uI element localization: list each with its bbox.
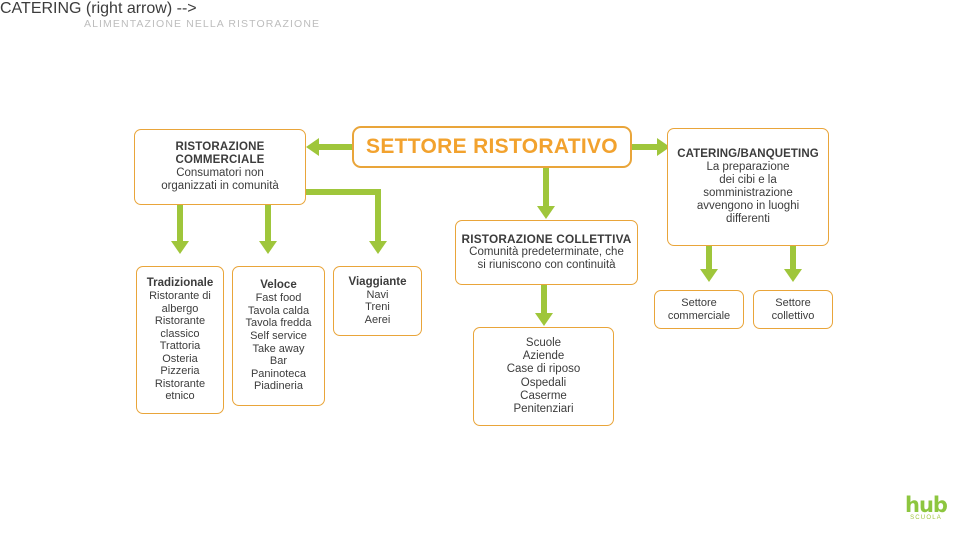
node-settore-collettivo-line1: Settore (775, 296, 811, 309)
connector-collettiva-to-list (541, 285, 547, 314)
connector-commerciale-elbow-horizontal (303, 189, 381, 195)
list-item: Penitenziari (513, 402, 574, 415)
list-item: Self service (250, 330, 307, 343)
list-item: Ristorante (154, 315, 206, 328)
node-ristorazione-commerciale[interactable]: RISTORAZIONE COMMERCIALE Consumatori non… (134, 129, 306, 205)
node-settore-commerciale[interactable]: Settore commerciale (654, 290, 744, 329)
node-ristorazione-collettiva[interactable]: RISTORAZIONE COLLETTIVA Comunità predete… (455, 220, 638, 285)
list-item: Piadineria (254, 380, 303, 393)
connector-settore-to-catering (630, 144, 663, 150)
list-item: Trattoria (159, 340, 201, 353)
node-commerciale-desc-line1: Consumatori non (176, 167, 264, 179)
connector-commerciale-elbow-vertical (375, 189, 381, 242)
list-item: Aziende (522, 350, 565, 363)
page-title: ALIMENTAZIONE NELLA RISTORAZIONE (84, 18, 321, 30)
node-commerciale-desc-line2: organizzati in comunità (161, 180, 279, 193)
list-item: Fast food (255, 292, 302, 305)
node-settore-commerciale-line1: Settore (681, 296, 717, 309)
node-catering-desc-line1: La preparazione (706, 160, 790, 173)
list-item: Take away (252, 342, 305, 355)
list-item: etnico (165, 390, 195, 403)
connector-settore-to-collettiva (543, 168, 549, 207)
arrow-down-to-settore-collettivo (784, 269, 802, 282)
list-item: Treni (365, 301, 390, 314)
node-catering-banqueting[interactable]: CATERING/BANQUETING La preparazione dei … (667, 128, 829, 246)
list-item: classico (160, 327, 200, 340)
list-item: Navi (366, 288, 389, 301)
arrow-down-to-settore-commerciale (700, 269, 718, 282)
node-commerciale-title-line1: RISTORAZIONE (175, 140, 265, 153)
list-item: Aerei (364, 313, 391, 326)
arrow-down-to-veloce (259, 241, 277, 254)
list-item: Osteria (162, 352, 198, 365)
node-collettiva-title: RISTORAZIONE COLLETTIVA (461, 231, 632, 246)
node-settore-commerciale-line2: commerciale (667, 309, 731, 322)
node-settore-ristorativo[interactable]: SETTORE RISTORATIVO (352, 126, 632, 168)
connector-commerciale-to-tradizionale (177, 205, 183, 242)
list-item: Bar (269, 355, 288, 368)
list-item: Caserme (520, 389, 567, 402)
node-catering-desc-line3: somministrazione (703, 187, 793, 199)
connector-settore-to-commerciale (318, 144, 354, 150)
connector-catering-to-settore-commerciale (706, 246, 712, 270)
list-item: Ristorante di (149, 290, 211, 303)
list-item: Scuole (525, 337, 562, 350)
arrow-down-to-collettiva (537, 206, 555, 219)
arrow-right-to-catering (657, 138, 670, 156)
list-item: Tavola fredda (245, 317, 312, 330)
connector-catering-to-settore-collettivo (790, 246, 796, 270)
arrow-left-to-commerciale (306, 138, 319, 156)
hub-scuola-logo: hub SCUOLA (903, 493, 949, 526)
connector-commerciale-to-veloce (265, 205, 271, 242)
node-viaggiante-title: Viaggiante (348, 275, 407, 288)
list-item: Case di riposo (506, 363, 581, 376)
arrow-down-to-collettiva-list (535, 313, 553, 326)
node-settore-title: SETTORE RISTORATIVO (366, 135, 618, 159)
node-catering-desc-line4: avvengono in luoghi (696, 200, 800, 213)
logo-wordmark: hub (905, 493, 948, 517)
node-collettiva-desc-line2: si riuniscono con continuità (477, 259, 616, 272)
node-collettiva-desc-line1: Comunità predeterminate, che (469, 246, 624, 259)
list-item: Ristorante (154, 377, 206, 390)
node-catering-desc-line5: differenti (726, 213, 770, 226)
node-settore-collettivo-line2: collettivo (771, 309, 815, 322)
list-item: Tavola calda (247, 304, 310, 317)
arrow-down-to-viaggiante (369, 241, 387, 254)
node-tradizionale-title: Tradizionale (146, 277, 214, 290)
list-item: albergo (161, 302, 199, 315)
logo-subtitle: SCUOLA (910, 515, 942, 521)
list-item: Ospedali (520, 376, 567, 389)
node-commerciale-title-line2: COMMERCIALE (175, 153, 265, 166)
node-veloce-title: Veloce (260, 279, 297, 292)
list-item: Pizzeria (160, 365, 200, 378)
list-item: Paninoteca (250, 367, 307, 380)
node-catering-desc-line2: dei cibi e la (719, 173, 777, 186)
arrow-down-to-tradizionale (171, 241, 189, 254)
node-catering-title: CATERING/BANQUETING (677, 147, 819, 160)
node-settore-collettivo[interactable]: Settore collettivo (753, 290, 833, 329)
